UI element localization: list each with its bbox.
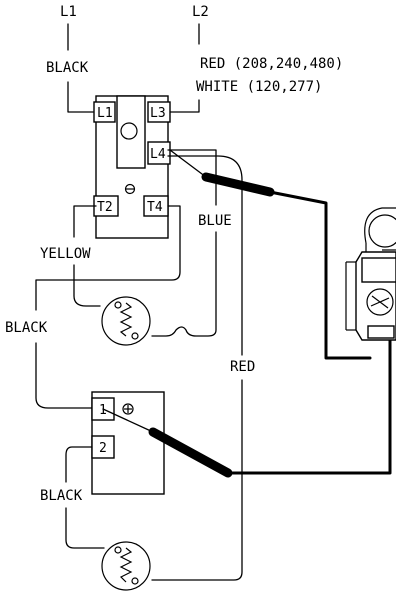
meter-probe-upper	[169, 149, 372, 360]
lower-element-circle	[101, 541, 151, 591]
black-top-label: BLACK	[46, 60, 89, 76]
upper-thermostat-plunger	[116, 95, 146, 169]
white-voltage-label: WHITE (120,277)	[196, 79, 322, 95]
black-bottom-label: BLACK	[40, 488, 83, 504]
terminal-2-label: 2	[99, 441, 107, 456]
l2-supply-wire	[169, 23, 200, 113]
meter-clamp-jaw	[364, 207, 396, 252]
terminal-l3	[147, 101, 171, 123]
terminal-t2-label: T2	[97, 200, 113, 215]
meter-dial	[366, 288, 394, 316]
lower-heating-element	[101, 541, 151, 591]
terminal-1-label: 1	[99, 403, 107, 418]
terminal-l4-label: L4	[150, 147, 166, 162]
l1-supply-wire	[67, 23, 94, 113]
terminal-l3-label: L3	[150, 106, 166, 121]
blue-label: BLUE	[198, 213, 232, 229]
reset-button	[120, 122, 138, 140]
meter-probe-lower	[102, 328, 392, 478]
yellow-label: YELLOW	[40, 246, 91, 262]
blue-wire	[151, 149, 217, 337]
lower-thermostat: 1 2	[91, 391, 165, 495]
l2-supply-label: L2	[192, 4, 209, 20]
upper-thermostat: L1 L3 L4 T2 T4	[93, 95, 171, 239]
meter-display	[361, 257, 396, 283]
red-right-label: RED	[230, 359, 255, 375]
lower-mount-screw	[122, 403, 134, 415]
terminal-l1	[93, 101, 116, 123]
multimeter	[345, 207, 396, 341]
lower-black-wire	[65, 446, 105, 549]
upper-heating-element	[101, 296, 151, 346]
red-voltage-label: RED (208,240,480)	[200, 56, 343, 72]
t4-to-black-wire	[35, 205, 181, 409]
upper-element-circle	[101, 296, 151, 346]
meter-clamp-opening	[368, 214, 396, 248]
terminal-l4	[147, 141, 171, 165]
meter-jacks	[367, 325, 395, 339]
l1-supply-label: L1	[60, 4, 77, 20]
red-wire	[151, 155, 243, 581]
terminal-t4-label: T4	[147, 200, 163, 215]
terminal-l1-label: L1	[97, 106, 113, 121]
black-mid-label: BLACK	[5, 320, 48, 336]
yellow-wire	[73, 205, 101, 307]
